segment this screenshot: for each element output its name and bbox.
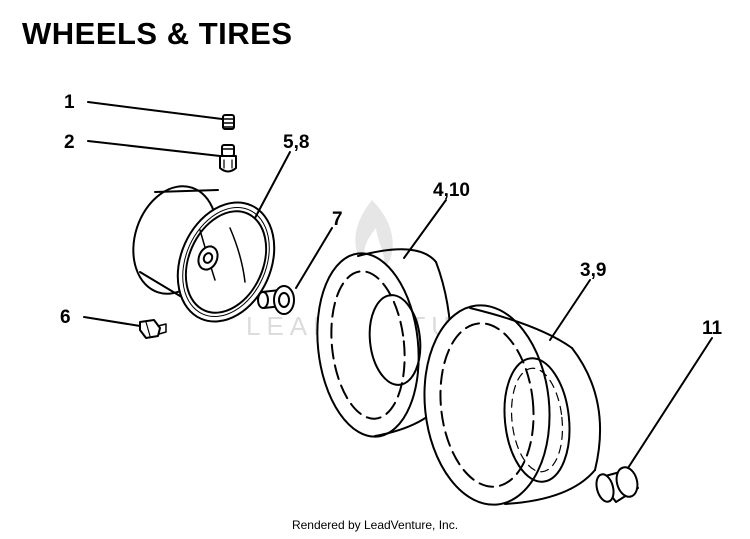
callout-3-9[interactable]: 3,9 (580, 260, 606, 281)
callout-11[interactable]: 11 (702, 318, 723, 339)
callout-labels: 1 2 5,8 7 4,10 3,9 6 11 (60, 92, 723, 339)
callout-1[interactable]: 1 (64, 92, 75, 113)
part-rim[interactable] (120, 175, 292, 337)
callout-2[interactable]: 2 (64, 132, 75, 153)
footer-credit: Rendered by LeadVenture, Inc. (291, 518, 459, 532)
part-tire-rear[interactable] (415, 299, 601, 511)
page-title: WHEELS & TIRES (22, 16, 293, 51)
flame-icon (355, 200, 393, 270)
part-bushing[interactable] (257, 285, 295, 315)
callout-4-10[interactable]: 4,10 (433, 180, 470, 201)
leader-lines (83, 101, 713, 469)
part-hub-bushing[interactable] (594, 465, 641, 504)
callout-6[interactable]: 6 (60, 307, 71, 328)
part-valve-cap[interactable] (222, 114, 235, 130)
part-valve-stem[interactable] (219, 144, 237, 173)
callout-7[interactable]: 7 (332, 209, 343, 230)
part-bolt[interactable] (139, 319, 167, 339)
callout-5-8[interactable]: 5,8 (283, 132, 309, 153)
